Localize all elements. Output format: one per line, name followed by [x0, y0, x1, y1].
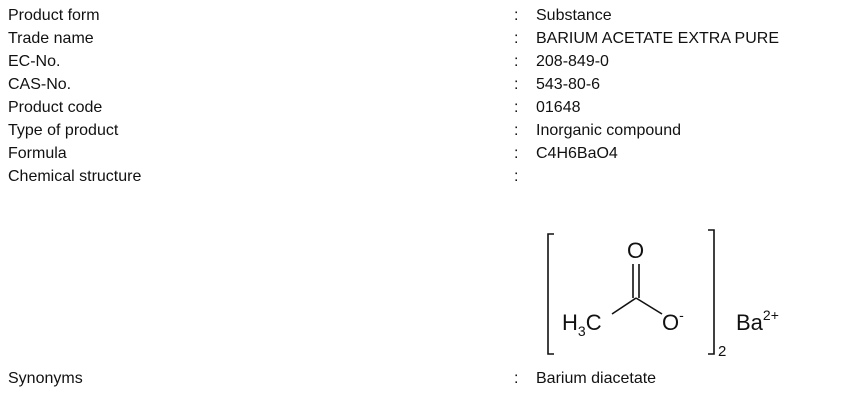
- label-synonyms: Synonyms: [8, 370, 83, 387]
- oxygen-anion-atom: O-: [662, 307, 684, 335]
- methyl-group: H3C: [562, 310, 602, 339]
- separator-colon: :: [514, 168, 519, 185]
- value-ec-no: 208-849-0: [536, 53, 609, 70]
- row-trade-name: Trade name : BARIUM ACETATE EXTRA PURE: [0, 27, 868, 51]
- separator-colon: :: [514, 30, 519, 47]
- left-bracket: [547, 233, 554, 355]
- separator-colon: :: [514, 76, 519, 93]
- chemical-structure-drawing: O H3C O- 2 Ba2+: [547, 229, 779, 360]
- value-formula: C4H6BaO4: [536, 145, 618, 162]
- value-product-code: 01648: [536, 99, 581, 116]
- row-product-form: Product form : Substance: [0, 4, 868, 28]
- separator-colon: :: [514, 370, 519, 387]
- value-product-form: Substance: [536, 7, 612, 24]
- multiplier-subscript: 2: [718, 343, 726, 360]
- row-type-of-product: Type of product : Inorganic compound: [0, 119, 868, 143]
- value-type-of-product: Inorganic compound: [536, 122, 681, 139]
- separator-colon: :: [514, 145, 519, 162]
- chemical-structure-image: O H3C O- 2 Ba2+: [536, 226, 796, 362]
- bond-carbon-oxygen: [635, 297, 663, 315]
- row-chemical-structure: Chemical structure :: [0, 165, 868, 189]
- label-cas-no: CAS-No.: [8, 76, 72, 93]
- label-product-form: Product form: [8, 7, 100, 24]
- row-product-code: Product code : 01648: [0, 96, 868, 120]
- label-chemical-structure: Chemical structure: [8, 168, 142, 185]
- value-synonyms: Barium diacetate: [536, 370, 657, 387]
- label-ec-no: EC-No.: [8, 53, 61, 70]
- barium-ion: Ba2+: [736, 307, 779, 335]
- label-type-of-product: Type of product: [8, 122, 119, 139]
- separator-colon: :: [514, 99, 519, 116]
- label-product-code: Product code: [8, 99, 103, 116]
- bond-methyl-carbon: [611, 297, 637, 315]
- oxygen-top-atom: O: [627, 238, 644, 263]
- value-cas-no: 543-80-6: [536, 76, 601, 93]
- separator-colon: :: [514, 53, 519, 70]
- label-trade-name: Trade name: [8, 30, 94, 47]
- separator-colon: :: [514, 7, 519, 24]
- value-trade-name: BARIUM ACETATE EXTRA PURE: [536, 30, 780, 47]
- row-formula: Formula : C4H6BaO4: [0, 142, 868, 166]
- separator-colon: :: [514, 122, 519, 139]
- label-formula: Formula: [8, 145, 67, 162]
- row-cas-no: CAS-No. : 543-80-6: [0, 73, 868, 97]
- right-bracket: [708, 229, 715, 355]
- row-synonyms: Synonyms : Barium diacetate: [0, 367, 868, 391]
- row-ec-no: EC-No. : 208-849-0: [0, 50, 868, 74]
